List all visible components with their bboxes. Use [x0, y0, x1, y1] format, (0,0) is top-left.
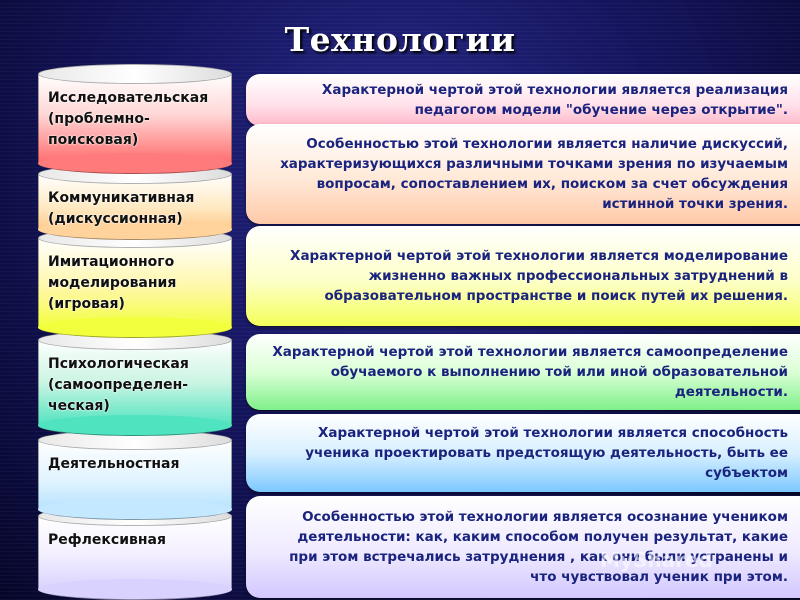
description-text-communicative: Особенностью этой технологии является на…: [280, 136, 788, 212]
cylinder-research: Исследовательская (проблемно- поисковая): [38, 64, 232, 174]
watermark: MyShared: [600, 548, 713, 572]
cylinder-psychological: Психологическая (самоопределен- ческая): [38, 330, 232, 436]
description-psychological: Характерной чертой этой технологии являе…: [246, 334, 800, 410]
description-text-reflexive: Особенностью этой технологии является ос…: [289, 509, 788, 585]
description-simulation: Характерной чертой этой технологии являе…: [246, 226, 800, 326]
description-activity: Характерной чертой этой технологии являе…: [246, 414, 800, 492]
description-text-simulation: Характерной чертой этой технологии являе…: [290, 248, 788, 304]
description-text-psychological: Характерной чертой этой технологии являе…: [272, 344, 788, 400]
cylinder-label-research: Исследовательская (проблемно- поисковая): [48, 90, 209, 148]
description-research: Характерной чертой этой технологии являе…: [246, 74, 800, 126]
description-reflexive: Особенностью этой технологии является ос…: [246, 496, 800, 598]
cylinder-label-simulation: Имитационного моделирования (игровая): [48, 254, 177, 312]
cylinder-label-reflexive: Рефлексивная: [48, 532, 166, 548]
cylinder-label-communicative: Коммуникативная (дискуссионная): [48, 190, 195, 227]
cylinder-label-activity: Деятельностная: [48, 456, 180, 472]
description-text-research: Характерной чертой этой технологии являе…: [321, 82, 788, 118]
cylinder-reflexive: Рефлексивная: [38, 506, 232, 600]
cylinder-label-psychological: Психологическая (самоопределен- ческая): [48, 356, 189, 414]
description-communicative: Особенностью этой технологии является на…: [246, 124, 800, 224]
description-text-activity: Характерной чертой этой технологии являе…: [305, 425, 788, 481]
slide-title: Технологии: [284, 20, 516, 59]
cylinder-communicative: Коммуникативная (дискуссионная): [38, 164, 232, 240]
cylinder-simulation: Имитационного моделирования (игровая): [38, 228, 232, 338]
cylinder-activity: Деятельностная: [38, 430, 232, 520]
